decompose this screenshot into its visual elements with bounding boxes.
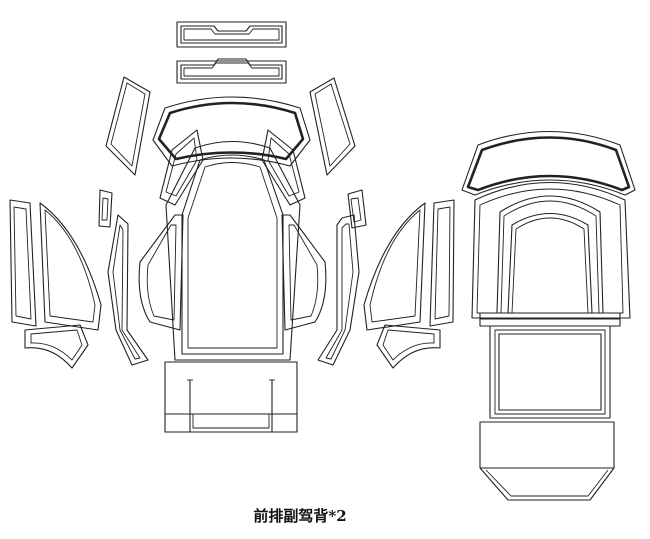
- right-side-bolster: [281, 214, 327, 331]
- top-strip-upper: [176, 21, 287, 48]
- outer-left-panel-b: [39, 202, 102, 331]
- right-wing-panel: [261, 129, 306, 206]
- outer-left-panel-a: [9, 199, 37, 327]
- inner-left-strip: [98, 189, 149, 366]
- outer-right-panel-a: [429, 199, 455, 327]
- left-wing-panel: [159, 129, 204, 206]
- left-side-bolster: [138, 214, 184, 331]
- assembled-back: [471, 182, 631, 327]
- seat-back-main-panel: [165, 141, 301, 361]
- top-strip-lower: [176, 58, 287, 84]
- upper-right-side-panel: [309, 77, 356, 176]
- assembled-lower-back: [489, 325, 611, 419]
- headrest-cover: [152, 96, 311, 167]
- inner-right-strip: [317, 189, 367, 366]
- diagram-caption: 前排副驾背*2: [253, 507, 347, 525]
- upper-left-side-panel: [105, 76, 151, 176]
- assembled-base: [479, 421, 615, 501]
- right-small-wedge: [376, 324, 441, 369]
- left-small-wedge: [24, 324, 89, 369]
- outer-right-panel-b: [363, 202, 426, 331]
- lower-seat-panel: [164, 361, 298, 433]
- assembled-headrest: [461, 131, 636, 196]
